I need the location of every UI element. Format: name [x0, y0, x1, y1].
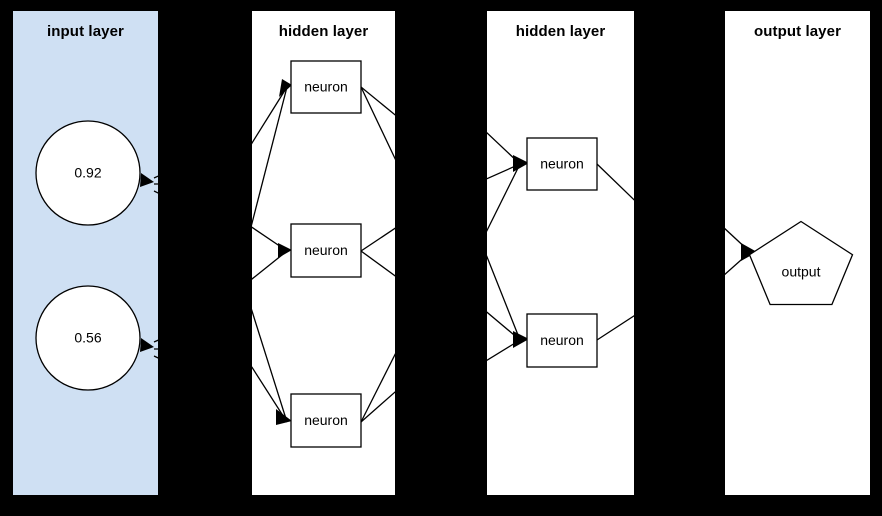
hidden-1-neuron-box-2[interactable] [290, 223, 362, 278]
arrowhead-into-h2-1 [513, 155, 529, 172]
hidden-1-neuron-box-1[interactable] [290, 60, 362, 114]
edge-h2-1-out [596, 163, 634, 201]
edge-h2-2-to-out [725, 251, 751, 276]
edge-h1-1-to-in-1 [153, 175, 158, 179]
edge-in-1-to-h1-3 [252, 308, 288, 423]
layer-panel-hidden-2[interactable]: neuron neuron hidden layer [487, 11, 634, 495]
hidden-2-neuron-box-2[interactable] [526, 313, 598, 368]
input-node-circle-2[interactable] [35, 285, 141, 391]
arrowhead-into-h1-2 [278, 243, 292, 258]
hidden-1-neuron-3-label: neuron [304, 412, 348, 428]
edge-h1-3-to-in-2 [153, 355, 158, 359]
hidden-1-neuron-1-label: neuron [304, 79, 348, 95]
output-node-pentagon[interactable] [748, 220, 854, 306]
layer-panel-input[interactable]: 0.92 0.56 input layer [13, 11, 158, 495]
edges-into-input [140, 173, 158, 359]
hidden-2-neuron-2-label: neuron [540, 332, 584, 348]
edges-hidden-2 [487, 131, 634, 362]
hidden-1-neuron-2-label: neuron [304, 242, 348, 258]
arrowhead-into-in-1 [140, 173, 154, 187]
edges-hidden-1 [252, 79, 395, 425]
edge-h1-1-out-b [360, 86, 395, 160]
arrowhead-into-h2-2 [513, 331, 529, 348]
edge-in-1-to-h1-2 [252, 226, 288, 252]
arrowhead-into-in-2 [140, 338, 154, 352]
edge-h1-3-out-b [360, 391, 395, 423]
edge-in-1-to-h1-1 [252, 86, 288, 145]
hidden-layer-1-title: hidden layer [278, 23, 369, 40]
hidden-layer-2-graphics: neuron neuron [487, 131, 634, 368]
edge-h1-3-to-in-1 [153, 190, 158, 194]
input-node-1-value: 0.92 [74, 165, 101, 181]
hidden-1-neuron-box-3[interactable] [290, 393, 362, 448]
output-node-label: output [782, 264, 821, 280]
output-layer-title: output layer [753, 23, 842, 40]
edge-in-2-to-h1-1 [252, 86, 288, 226]
input-node-circle-1[interactable] [35, 120, 141, 226]
edge-h2-1-to-out [725, 227, 751, 253]
edge-h1-3-out-a [360, 353, 395, 423]
edge-h1-2-out-a [360, 227, 395, 252]
arrowhead-into-h1-1 [279, 79, 292, 97]
layer-panel-output[interactable]: output output layer [725, 11, 870, 495]
edge-h2-2-out [596, 315, 634, 341]
hidden-layer-2-title: hidden layer [515, 23, 606, 40]
hidden-layer-1-graphics: neuron neuron neuron [252, 60, 395, 448]
input-node-2-value: 0.56 [74, 330, 101, 346]
edge-h1-1-to-h2-2 [487, 255, 521, 341]
edge-h1-1-out-a [360, 86, 395, 116]
edge-h1-2-to-h2-1 [487, 163, 521, 180]
arrowhead-into-out-1 [741, 243, 757, 261]
edges-into-output [725, 227, 757, 276]
hidden-2-neuron-1-label: neuron [540, 156, 584, 172]
output-layer-graphics: output [725, 220, 854, 306]
layer-panel-hidden-1[interactable]: neuron neuron neuron hidden layer [252, 11, 395, 495]
edge-h1-2-to-h2-2 [487, 311, 521, 341]
input-layer-graphics: 0.92 0.56 [35, 120, 158, 391]
edge-in-2-to-h1-2 [252, 250, 288, 280]
edge-h1-1-to-in-2 [153, 339, 158, 343]
input-layer-title: input layer [47, 23, 124, 40]
arrowhead-into-h1-3 [276, 409, 292, 425]
edge-in-2-to-h1-3 [252, 366, 288, 423]
edge-h1-1-to-h2-1 [487, 131, 521, 165]
hidden-2-neuron-box-1[interactable] [526, 137, 598, 191]
edge-h1-2-out-b [360, 250, 395, 277]
edge-h1-3-to-h2-2 [487, 339, 521, 362]
edge-h1-3-to-h2-1 [487, 163, 521, 232]
